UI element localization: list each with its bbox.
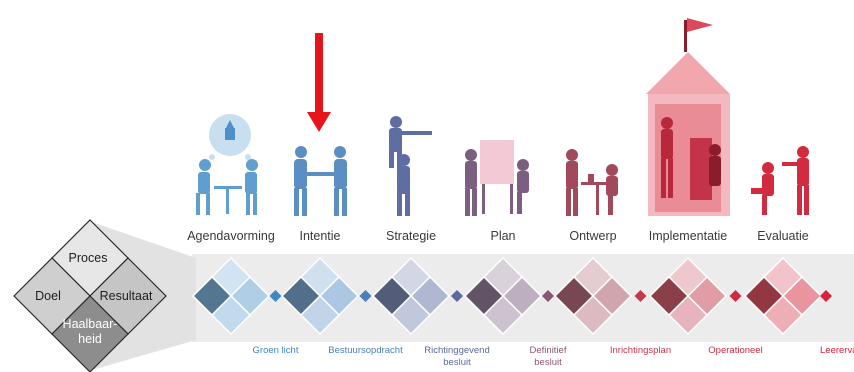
- phase-label-agendavorming: Agendavorming: [187, 229, 275, 243]
- pointing-people-icon: [389, 116, 432, 216]
- phase-label-evaluatie: Evaluatie: [757, 229, 808, 243]
- key-diamond: Proces Doel Resultaat Haalbaar- heid: [13, 219, 167, 372]
- milestone-markers: Groen licht Bestuursopdracht Richtinggeven…: [253, 290, 854, 368]
- red-arrow-icon: [307, 33, 331, 132]
- milestone-label: Groen licht: [253, 345, 299, 356]
- milestone-label-line2: besluit: [443, 357, 471, 368]
- milestone-marker: [359, 290, 372, 302]
- phase-label-ontwerp: Ontwerp: [569, 229, 616, 243]
- key-quadrant-bottom: [51, 295, 129, 372]
- milestone-marker: [820, 290, 832, 302]
- key-label-proces: Proces: [69, 251, 108, 265]
- milestone-label: Operationeel: [708, 345, 762, 356]
- quadrant-bottom: [390, 294, 432, 336]
- quadrant-bottom: [572, 294, 614, 336]
- milestone-label: Bestuursopdracht: [328, 345, 403, 356]
- phase-diamond: [553, 256, 633, 336]
- phase-diamond: [371, 256, 451, 336]
- milestone-marker: [269, 290, 282, 302]
- phase-diamond: [280, 256, 360, 336]
- key-label-haalbaarheid-1: Haalbaar-: [63, 317, 118, 331]
- building-house-icon: [646, 18, 730, 216]
- flag-icon: [687, 18, 713, 32]
- milestone-marker: [729, 290, 742, 302]
- milestone-label: Richtinggevend: [424, 345, 490, 356]
- milestone-marker: [451, 290, 463, 302]
- phase-label-plan: Plan: [490, 229, 515, 243]
- quadrant-bottom: [762, 294, 804, 336]
- milestone-marker: [542, 290, 554, 302]
- phase-label-implementatie: Implementatie: [649, 229, 728, 243]
- milestone-label: Inrichtingsplan: [610, 345, 671, 356]
- key-label-resultaat: Resultaat: [100, 289, 153, 303]
- milestone-label: Definitief: [530, 345, 567, 356]
- milestone-label: Leerervaring: [820, 345, 854, 356]
- design-table-people-icon: [566, 149, 618, 216]
- quadrant-bottom: [299, 294, 341, 336]
- milestone-label-line2: besluit: [534, 357, 562, 368]
- flipchart-people-icon: [465, 140, 529, 216]
- phase-diamonds: [191, 256, 823, 336]
- phase-diamond: [191, 256, 271, 336]
- handshake-people-icon: [294, 146, 347, 216]
- key-label-doel: Doel: [35, 289, 61, 303]
- phase-label-strategie: Strategie: [386, 229, 436, 243]
- thought-bubble-icon: [209, 114, 251, 160]
- phase-diamond: [648, 256, 728, 336]
- phase-diamond: [743, 256, 823, 336]
- quadrant-bottom: [667, 294, 709, 336]
- key-label-haalbaarheid-2: heid: [78, 332, 102, 346]
- phase-label-intentie: Intentie: [299, 229, 340, 243]
- quadrant-bottom: [482, 294, 524, 336]
- meeting-people-icon: [196, 159, 258, 215]
- milestone-marker: [634, 290, 647, 302]
- quadrant-bottom: [210, 294, 252, 336]
- phase-diamond: [463, 256, 543, 336]
- laptop-people-icon: [751, 146, 809, 215]
